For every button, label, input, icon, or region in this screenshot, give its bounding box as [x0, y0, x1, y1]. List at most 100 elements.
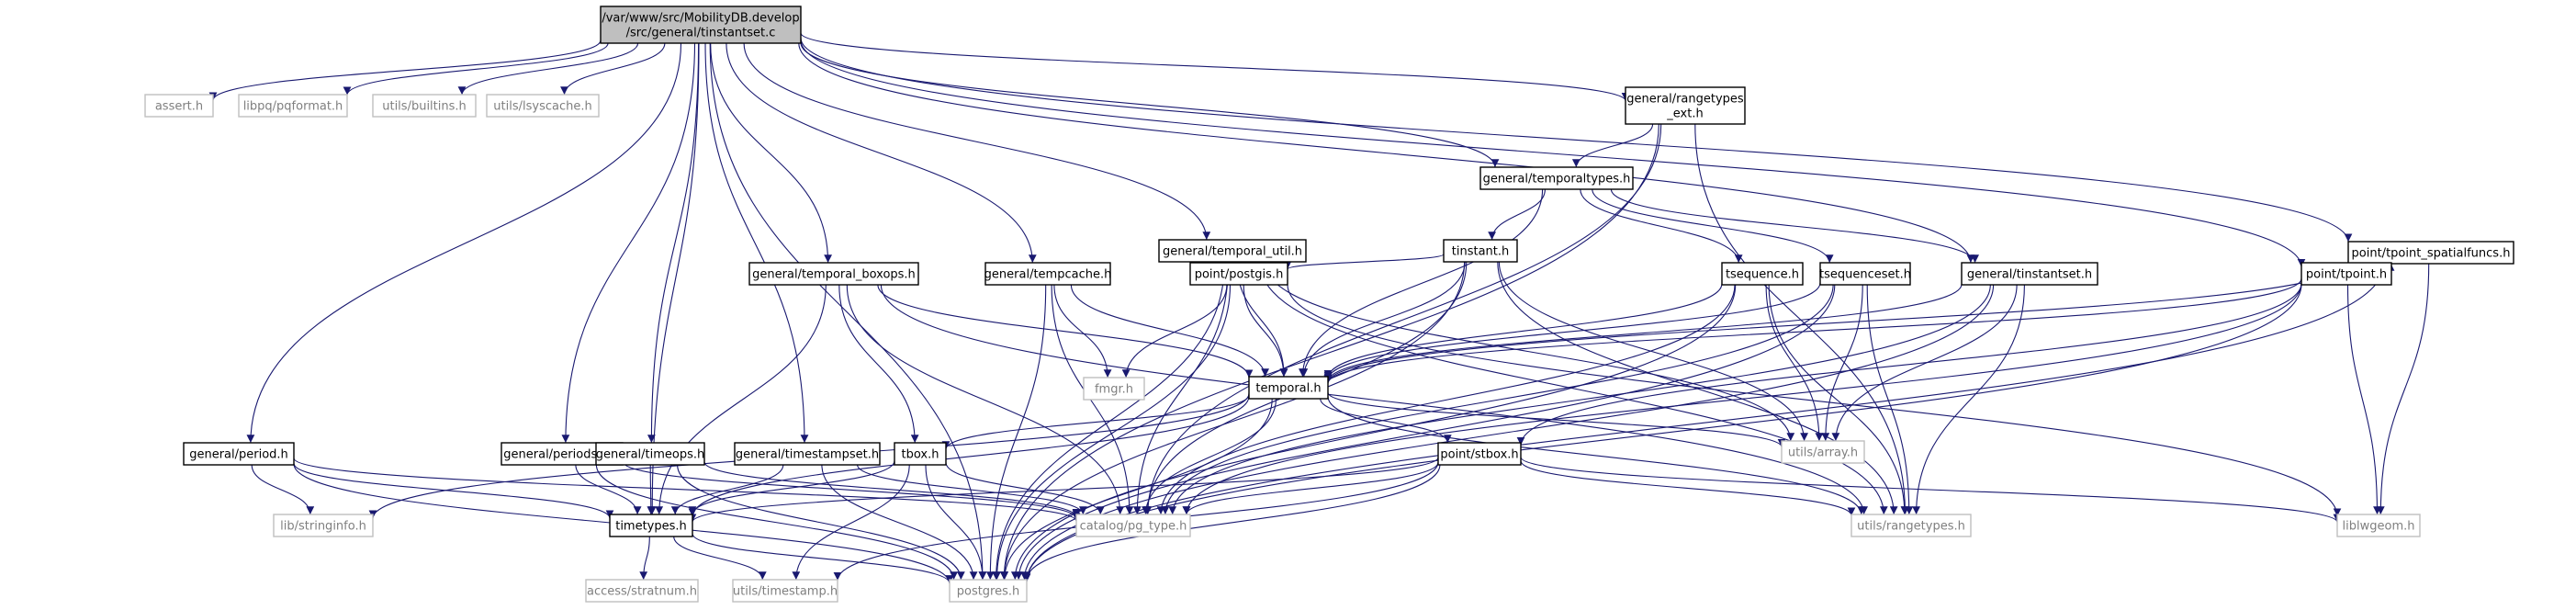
edge-temporal-to-postgres: [1000, 398, 1273, 581]
node-label: fmgr.h: [1095, 383, 1133, 397]
node-label: general/periodset.h: [503, 448, 620, 462]
node-label: general/timeops.h: [596, 448, 705, 462]
node-label: libpq/pqformat.h: [243, 100, 343, 114]
edge-tbox-to-timetypes: [688, 460, 895, 515]
edge-temporal_boxops-to-temporal: [877, 284, 1254, 378]
node-box: [183, 442, 295, 466]
node-label: access/stratnum.h: [587, 585, 697, 599]
edge-root-to-temporaltypes: [800, 42, 1500, 168]
node-tinstantset_h[interactable]: general/tinstantset.h: [1961, 262, 2098, 286]
edge-periodset-to-postgres: [595, 464, 958, 581]
node-lsyscache: utils/lsyscache.h: [486, 94, 600, 118]
node-box: [734, 442, 881, 466]
node-tsequence[interactable]: tsequence.h: [1721, 262, 1804, 286]
node-tempcache[interactable]: general/tempcache.h: [984, 262, 1112, 286]
node-label: tinstant.h: [1452, 245, 1510, 259]
node-label: timetypes.h: [615, 520, 687, 534]
edge-temporaltypes-to-tsequence: [1580, 188, 1743, 264]
node-temporal_util[interactable]: general/temporal_util.h: [1158, 239, 1307, 263]
node-temporal[interactable]: temporal.h: [1248, 376, 1329, 400]
edge-timeops-to-postgres: [677, 464, 965, 581]
edge-temporaltypes-to-temporal: [1299, 188, 1544, 378]
node-box: [609, 514, 693, 537]
edge-tpoint-to-pg_type: [1182, 283, 2302, 515]
node-tbox[interactable]: tbox.h: [894, 442, 947, 466]
node-fmgr: fmgr.h: [1083, 377, 1145, 401]
node-label: tsequence.h: [1726, 268, 1799, 282]
edge-tinstant-to-temporal: [1299, 261, 1466, 378]
node-tsequenceset[interactable]: tsequenceset.h: [1819, 262, 1911, 286]
edge-tsequence-to-temporal: [1323, 283, 1723, 378]
node-box: [273, 514, 374, 537]
edge-tsequence-to-rangetypes: [1768, 284, 1909, 515]
node-rangetypes_ext[interactable]: general/rangetypes_ext.h: [1625, 86, 1746, 125]
edge-tempcache-to-temporal: [1070, 284, 1269, 378]
edge-temporal-to-timetypes: [688, 396, 1250, 517]
node-timetypes[interactable]: timetypes.h: [609, 514, 693, 537]
node-box: [1961, 262, 2098, 286]
node-postgis[interactable]: point/postgis.h: [1189, 262, 1288, 286]
edge-tsequence-to-postgres: [1010, 284, 1737, 581]
node-pg_type: catalog/pg_type.h: [1075, 514, 1191, 537]
node-timestampset[interactable]: general/timestampset.h: [734, 442, 881, 466]
node-tinstant[interactable]: tinstant.h: [1443, 239, 1518, 263]
node-box: [372, 94, 477, 118]
edge-timetypes-to-postgres: [692, 533, 954, 584]
edge-tpoint-to-temporal: [1323, 278, 2302, 384]
edge-postgis-to-postgres: [993, 284, 1232, 581]
node-timeops[interactable]: general/timeops.h: [595, 442, 705, 466]
edge-temporaltypes-to-tinstantset_h: [1610, 188, 1979, 264]
node-temporal_boxops[interactable]: general/temporal_boxops.h: [748, 262, 919, 286]
node-stbox[interactable]: point/stbox.h: [1437, 442, 1522, 466]
node-box: [984, 262, 1111, 286]
node-builtins: utils/builtins.h: [372, 94, 477, 118]
edge-root-to-tpoint: [800, 40, 2306, 267]
node-tpoint_spatialfuncs[interactable]: point/tpoint_spatialfuncs.h: [2347, 241, 2514, 265]
edge-tinstantset_h-to-temporal: [1323, 284, 1963, 382]
edge-tinstant-to-postgis: [1283, 254, 1445, 270]
node-box: [585, 579, 699, 603]
node-postgres: postgres.h: [949, 579, 1028, 603]
node-box: [1625, 86, 1746, 125]
node-rangetypes: utils/rangetypes.h: [1850, 514, 1972, 537]
node-box: [1781, 440, 1865, 464]
edge-temporal_boxops-to-timetypes: [655, 284, 827, 515]
edge-periodset-to-timetypes: [575, 464, 642, 515]
node-timestamp: utils/timestamp.h: [732, 579, 838, 603]
edge-timetypes-to-timestamp: [673, 536, 767, 581]
node-liblwgeom: liblwgeom.h: [2336, 514, 2421, 537]
node-box: [1479, 166, 1634, 190]
node-label: _ext.h: [1666, 107, 1703, 121]
node-period[interactable]: general/period.h: [183, 442, 295, 466]
node-label: liblwgeom.h: [2343, 520, 2415, 534]
edge-root-to-pqformat: [343, 42, 609, 96]
node-box: [1443, 239, 1518, 263]
edge-timestampset-to-timetypes: [670, 464, 784, 515]
edges-layer: [208, 32, 2430, 584]
node-label: utils/lsyscache.h: [493, 100, 591, 114]
edge-temporal_boxops-to-tbox: [838, 284, 919, 444]
edge-root-to-temporal_boxops: [710, 42, 832, 264]
node-tpoint[interactable]: point/tpoint.h: [2300, 262, 2392, 286]
node-label: catalog/pg_type.h: [1080, 520, 1187, 534]
node-box: [1083, 377, 1145, 401]
node-temporaltypes[interactable]: general/temporaltypes.h: [1479, 166, 1634, 190]
edge-tpoint_spatialfuncs-to-postgres: [1022, 263, 2385, 582]
edge-tinstant-to-postgres: [1000, 261, 1466, 581]
edge-tinstantset_h-to-rangetypes: [1912, 284, 2025, 515]
edge-stbox-to-timetypes: [688, 457, 1439, 523]
edge-tsequenceset-to-temporal: [1323, 282, 1821, 380]
edge-timeops-to-timetypes: [647, 464, 656, 515]
edge-stbox-to-pg_type: [1182, 462, 1439, 515]
node-label: assert.h: [155, 100, 203, 114]
node-label: tbox.h: [902, 448, 939, 462]
node-label: /var/www/src/MobilityDB.develop: [602, 12, 799, 26]
edge-timestampset-to-postgres: [821, 464, 978, 581]
node-label: general/tinstantset.h: [1967, 268, 2092, 282]
edge-temporal-to-rangetypes: [1327, 396, 1866, 515]
node-box: [748, 262, 919, 286]
edge-root-to-tpoint_spatialfuncs: [800, 38, 2353, 243]
edge-periodset-to-pg_type: [622, 461, 1081, 519]
edge-timeops-to-pg_type: [703, 461, 1081, 518]
edge-root-to-lsyscache: [560, 42, 666, 96]
